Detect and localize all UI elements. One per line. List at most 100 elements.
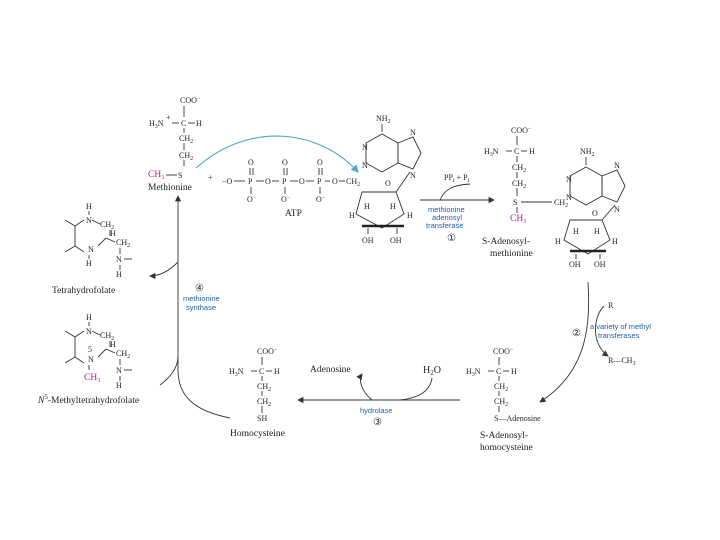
svg-text:H: H bbox=[511, 367, 517, 376]
svg-text:N: N bbox=[362, 161, 368, 170]
svg-text:H: H bbox=[612, 237, 618, 246]
svg-text:P: P bbox=[282, 177, 287, 186]
svg-text:H3N: H3N bbox=[229, 367, 244, 378]
svg-text:H: H bbox=[110, 229, 116, 238]
svg-text:OH: OH bbox=[362, 236, 374, 245]
svg-text:H: H bbox=[529, 147, 535, 156]
svg-text:O: O bbox=[592, 209, 598, 218]
svg-text:H: H bbox=[86, 259, 92, 268]
svg-text:C: C bbox=[496, 367, 501, 376]
homocysteine-structure: COO− H3N C H CH2 CH2 SH Homocysteine bbox=[229, 347, 285, 439]
svg-text:O: O bbox=[282, 158, 288, 167]
svg-text:O: O bbox=[317, 158, 323, 167]
step-3-enzyme: H2O Adenosine hydrolase ③ bbox=[297, 365, 460, 428]
svg-text:CH2: CH2 bbox=[494, 382, 508, 393]
svg-text:COO−: COO− bbox=[493, 347, 514, 356]
sah-structure: COO− H3N C H CH2 CH2 S—Adenosine S-Adeno… bbox=[466, 347, 541, 453]
svg-text:CH3: CH3 bbox=[84, 373, 100, 384]
svg-text:④: ④ bbox=[195, 283, 204, 294]
svg-text:H: H bbox=[110, 340, 116, 349]
svg-text:OH: OH bbox=[594, 260, 606, 269]
svg-text:H: H bbox=[573, 227, 579, 236]
svg-text:+: + bbox=[166, 113, 171, 122]
svg-text:C: C bbox=[181, 119, 186, 128]
svg-text:NH2: NH2 bbox=[376, 114, 391, 125]
svg-text:CH2: CH2 bbox=[116, 349, 130, 360]
svg-text:H: H bbox=[390, 202, 396, 211]
label-atp: ATP bbox=[285, 209, 302, 219]
step-1-enzyme: PPi + Pi methionine adenosyl transferase… bbox=[420, 173, 495, 244]
svg-text:C: C bbox=[259, 367, 264, 376]
svg-text:COO−: COO− bbox=[180, 96, 201, 105]
svg-text:hydrolase: hydrolase bbox=[360, 406, 393, 415]
methyl-thf-structure: H N CH2 H 5 N CH3 CH2 N H N5-Methyltetra… bbox=[37, 313, 139, 406]
svg-text:synthase: synthase bbox=[186, 303, 216, 312]
svg-text:OH: OH bbox=[569, 260, 581, 269]
svg-text:CH2: CH2 bbox=[257, 382, 271, 393]
svg-text:H: H bbox=[116, 381, 122, 390]
svg-text:NH2: NH2 bbox=[580, 147, 595, 158]
svg-text:O: O bbox=[265, 177, 271, 186]
svg-text:N: N bbox=[614, 161, 620, 170]
label-sah-1: S-Adenosyl- bbox=[480, 431, 528, 441]
svg-text:5: 5 bbox=[88, 345, 92, 354]
svg-text:H3N: H3N bbox=[149, 119, 164, 130]
svg-text:N: N bbox=[116, 366, 122, 375]
svg-text:P: P bbox=[248, 177, 253, 186]
svg-text:N: N bbox=[86, 216, 92, 225]
svg-text:CH3: CH3 bbox=[510, 214, 526, 225]
label-tetrahydrofolate: Tetrahydrofolate bbox=[52, 285, 115, 296]
svg-text:COO−: COO− bbox=[257, 347, 278, 356]
svg-text:R—CH3: R—CH3 bbox=[608, 356, 635, 367]
svg-text:methionine: methionine bbox=[428, 205, 465, 214]
svg-text:H3N: H3N bbox=[466, 367, 481, 378]
svg-text:P: P bbox=[317, 177, 322, 186]
svg-text:R: R bbox=[608, 301, 614, 310]
svg-text:H: H bbox=[364, 202, 370, 211]
svg-text:CH2: CH2 bbox=[257, 397, 271, 408]
svg-text:N: N bbox=[566, 175, 572, 184]
svg-text:H: H bbox=[407, 211, 413, 220]
svg-text:CH2: CH2 bbox=[179, 151, 193, 162]
step-4-enzyme: ④ methionine synthase bbox=[149, 195, 231, 419]
svg-text:O: O bbox=[299, 177, 305, 186]
svg-text:CH2: CH2 bbox=[554, 198, 568, 209]
svg-text:SH: SH bbox=[257, 414, 267, 423]
svg-text:O−: O− bbox=[316, 195, 326, 204]
svg-text:N: N bbox=[410, 171, 416, 180]
label-sah-2: homocysteine bbox=[480, 443, 533, 453]
svg-text:S—Adenosine: S—Adenosine bbox=[494, 414, 541, 423]
svg-text:S: S bbox=[178, 171, 182, 180]
svg-text:③: ③ bbox=[373, 417, 382, 428]
label-adenosine: Adenosine bbox=[310, 365, 351, 375]
transfer-arrow bbox=[195, 135, 359, 173]
svg-text:methionine: methionine bbox=[183, 294, 220, 303]
methionine-structure: COO− H3N + C H CH2 CH2 CH3 S Methionine … bbox=[148, 96, 213, 193]
svg-text:adenosyl: adenosyl bbox=[432, 213, 462, 222]
svg-text:transferases: transferases bbox=[598, 331, 640, 340]
svg-text:CH2: CH2 bbox=[494, 397, 508, 408]
svg-text:CH2: CH2 bbox=[100, 220, 114, 231]
svg-text:②: ② bbox=[572, 328, 581, 339]
svg-text:H: H bbox=[349, 211, 355, 220]
svg-text:O: O bbox=[385, 179, 391, 188]
svg-text:N: N bbox=[116, 255, 122, 264]
svg-text:a variety of methyl: a variety of methyl bbox=[590, 322, 651, 331]
svg-text:H: H bbox=[116, 270, 122, 279]
svg-text:H: H bbox=[86, 202, 92, 211]
step-2-enzyme: R ② a variety of methyl transferases R—C… bbox=[539, 281, 651, 403]
svg-text:N: N bbox=[362, 143, 368, 152]
svg-text:CH3: CH3 bbox=[148, 170, 164, 181]
svg-text:N: N bbox=[614, 205, 620, 214]
svg-text:O: O bbox=[332, 177, 338, 186]
svg-text:OH: OH bbox=[390, 236, 402, 245]
svg-text:H: H bbox=[594, 227, 600, 236]
svg-text:H2O: H2O bbox=[423, 365, 441, 377]
svg-text:H: H bbox=[274, 367, 280, 376]
svg-text:C: C bbox=[514, 147, 519, 156]
tetrahydrofolate-structure: H N CH2 H N H CH2 N H Tetrahydrofolate bbox=[52, 202, 132, 296]
svg-text:CH2: CH2 bbox=[100, 331, 114, 342]
svg-text:N: N bbox=[410, 128, 416, 137]
svg-text:①: ① bbox=[447, 233, 456, 244]
svg-text:O−: O− bbox=[281, 195, 291, 204]
